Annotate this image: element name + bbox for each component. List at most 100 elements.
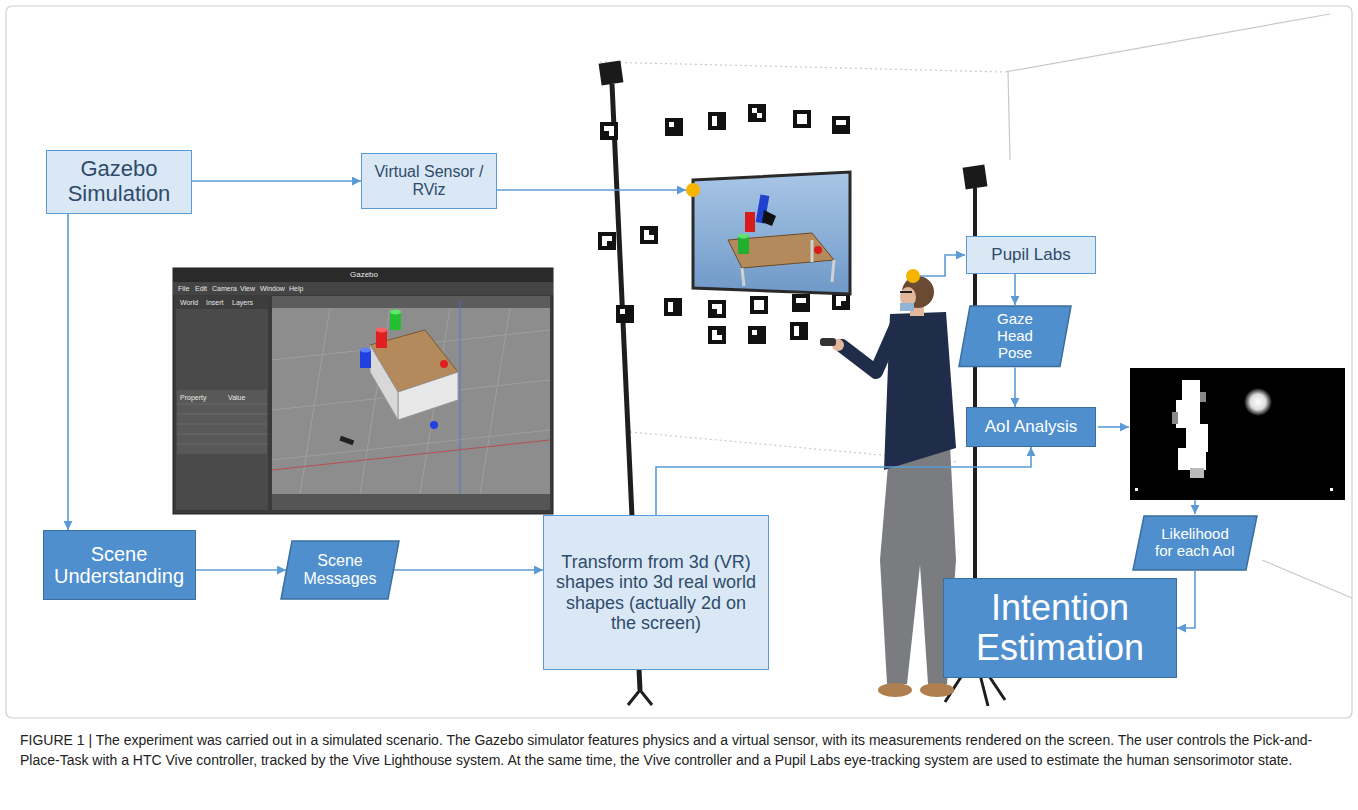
room-perspective-lines: [1005, 14, 1330, 72]
signal-arrow: [920, 255, 965, 276]
aruco-marker: [598, 232, 616, 250]
gazebo-screenshot: [460, 300, 461, 494]
person-figure: [900, 303, 914, 311]
aruco-marker: [717, 309, 722, 314]
aruco-marker: [841, 120, 846, 125]
aruco-marker: [793, 110, 811, 128]
aruco-marker: [616, 305, 634, 323]
room-perspective-lines: [1008, 72, 1010, 160]
heatmap-image: [1130, 368, 1345, 500]
screen-display: [738, 234, 749, 239]
person-figure: [842, 322, 898, 372]
aruco-marker: [792, 294, 810, 312]
aruco-marker: [717, 304, 722, 309]
flow-arrow: [67, 214, 69, 530]
person-figure: [878, 683, 912, 697]
aruco-marker: [752, 330, 757, 335]
aruco-marker: [644, 235, 649, 240]
heatmap-image: [1244, 388, 1272, 416]
aruco-marker: [796, 298, 801, 303]
lighthouse-tripod: [599, 61, 624, 86]
aruco-marker: [801, 298, 806, 303]
gazebo-screenshot: [173, 282, 553, 295]
flow-arrow: [1014, 367, 1016, 407]
aruco-marker: [602, 241, 607, 246]
node-text: Transform from 3d (VR) shapes into 3d re…: [552, 552, 760, 633]
screen-display: [693, 172, 850, 294]
aruco-marker: [793, 110, 811, 128]
aruco-marker: [712, 116, 717, 121]
heatmap-image: [1135, 488, 1138, 491]
heatmap-image: [1330, 488, 1333, 491]
aruco-marker: [797, 119, 802, 124]
flow-arrow: [196, 569, 287, 571]
screen-display: [745, 212, 755, 232]
aruco-marker: [717, 335, 722, 340]
parallelogram-outline: [281, 541, 399, 599]
gazebo-screenshot: [360, 348, 371, 353]
screenshot-text: View: [240, 285, 255, 292]
aruco-marker: [748, 104, 766, 122]
gazebo-screenshot: [390, 312, 401, 330]
lighthouse-tripod: [963, 165, 988, 190]
gazebo-screenshot: [390, 310, 401, 315]
data-parallelogram: Likelihood for each AoI: [1132, 515, 1258, 571]
node-text: Intention Estimation: [952, 588, 1168, 669]
aruco-marker: [832, 116, 850, 134]
process-box: Intention Estimation: [943, 578, 1177, 678]
aruco-marker: [708, 112, 726, 130]
aruco-marker: [841, 296, 846, 301]
aruco-marker: [668, 302, 673, 307]
lighthouse-tripod: [628, 690, 652, 705]
node-text: AoI Analysis: [985, 417, 1078, 436]
aruco-marker: [712, 335, 717, 340]
aruco-marker: [598, 104, 850, 344]
data-parallelogram: Gaze Head Pose: [958, 305, 1072, 367]
aruco-marker: [668, 307, 673, 312]
aruco-marker: [604, 126, 609, 131]
flow-arrow: [394, 569, 543, 571]
aruco-marker: [640, 226, 658, 244]
aruco-marker: [607, 236, 612, 241]
gazebo-screenshot: [176, 296, 268, 510]
process-box: Transform from 3d (VR) shapes into 3d re…: [543, 515, 769, 670]
aruco-marker: [748, 326, 766, 344]
aruco-marker: [665, 118, 683, 136]
screenshot-text: Edit: [195, 285, 207, 292]
aruco-marker: [664, 298, 682, 316]
aruco-marker: [708, 300, 726, 318]
gazebo-screenshot: [430, 421, 438, 429]
aruco-marker: [794, 331, 799, 336]
aruco-marker: [759, 305, 764, 310]
screenshot-text: File: [178, 285, 189, 292]
screen-display: [742, 240, 834, 286]
aruco-marker: [752, 108, 757, 113]
aruco-marker: [664, 298, 682, 316]
node-text: Pupil Labs: [991, 245, 1070, 264]
gazebo-screenshot: [272, 440, 550, 470]
process-box: Gazebo Simulation: [46, 150, 192, 214]
gazebo-screenshot: [272, 296, 550, 494]
aruco-marker: [797, 114, 802, 119]
gazebo-screenshot: [360, 350, 371, 368]
gazebo-screenshot: [177, 404, 267, 444]
screenshot-text: Gazebo: [350, 271, 378, 279]
gazebo-screenshot: [376, 328, 387, 333]
screen-display: [738, 236, 749, 254]
heatmap-image: [1190, 468, 1204, 478]
aruco-marker: [748, 104, 766, 122]
aruco-marker: [712, 121, 717, 126]
aruco-marker: [708, 326, 726, 344]
screen-display: [728, 233, 834, 268]
node-text: Scene Messages: [300, 552, 380, 588]
screenshot-text: Insert: [206, 299, 224, 306]
parallelogram-outline: [959, 306, 1071, 366]
heatmap-image: [1186, 424, 1208, 452]
aruco-marker: [750, 296, 768, 314]
gazebo-screenshot: [398, 372, 458, 420]
gazebo-screenshot: [440, 360, 448, 368]
